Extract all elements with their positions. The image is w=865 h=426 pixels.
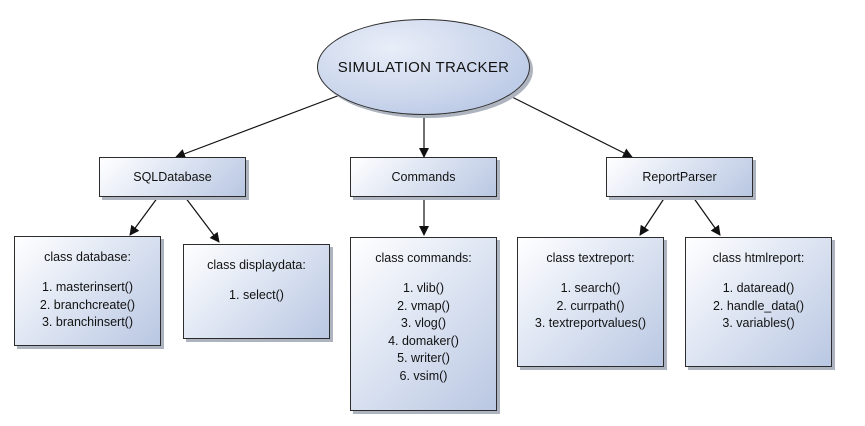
- module-reportparser: ReportParser: [606, 157, 753, 197]
- class-title: class database:: [44, 250, 131, 264]
- method-list: 1. vlib() 2. vmap() 3. vlog() 4. domaker…: [351, 280, 496, 385]
- method-list: 1. dataread() 2. handle_data() 3. variab…: [686, 280, 831, 333]
- class-title: class commands:: [375, 251, 472, 265]
- class-htmlreport-box: class htmlreport: 1. dataread() 2. handl…: [685, 237, 832, 367]
- arrow-sqldatabase-to-database: [129, 196, 159, 236]
- method-list: 1. masterinsert() 2. branchcreate() 3. b…: [15, 279, 160, 332]
- method-item: 3. vlog(): [400, 316, 447, 330]
- method-item: 3. textreportvalues(): [534, 316, 647, 330]
- root-label: SIMULATION TRACKER: [337, 58, 510, 76]
- class-title: class htmlreport:: [712, 251, 805, 265]
- class-title: class textreport:: [546, 251, 635, 265]
- method-item: 1. search(): [560, 281, 621, 295]
- arrow-reportparser-to-htmlreport: [692, 196, 721, 236]
- root-node-simulation-tracker: SIMULATION TRACKER: [317, 19, 530, 115]
- method-list: 1. search() 2. currpath() 3. textreportv…: [518, 280, 663, 333]
- method-item: 2. vmap(): [397, 298, 450, 313]
- class-database-box: class database: 1. masterinsert() 2. bra…: [14, 236, 161, 346]
- arrow-reportparser-to-textreport: [639, 196, 666, 236]
- module-sqldatabase: SQLDatabase: [99, 157, 246, 197]
- method-item: 1. vlib(): [403, 281, 444, 295]
- method-item: 4. domaker(): [388, 333, 459, 348]
- method-list: 1. select(): [184, 287, 329, 305]
- method-item: 3. branchinsert(): [41, 315, 133, 329]
- method-item: 1. masterinsert(): [42, 280, 133, 294]
- class-title: class displaydata:: [207, 258, 306, 272]
- method-item: 3. variables(): [722, 316, 795, 330]
- method-item: 2. handle_data(): [712, 298, 805, 313]
- method-item: 2. currpath(): [556, 298, 625, 313]
- method-item: 6. vsim(): [399, 368, 448, 383]
- method-item: 1. dataread(): [722, 281, 795, 295]
- module-label: SQLDatabase: [133, 170, 212, 184]
- module-commands: Commands: [350, 157, 497, 197]
- class-textreport-box: class textreport: 1. search() 2. currpat…: [517, 237, 664, 367]
- module-label: ReportParser: [642, 170, 717, 184]
- method-item: 2. branchcreate(): [39, 297, 136, 312]
- arrow-sqldatabase-to-displaydata: [184, 196, 220, 243]
- class-displaydata-box: class displaydata: 1. select(): [183, 244, 330, 339]
- method-item: 5. writer(): [397, 351, 450, 365]
- module-label: Commands: [391, 170, 456, 184]
- arrow-root-to-sqldatabase: [175, 94, 341, 159]
- class-commands-box: class commands: 1. vlib() 2. vmap() 3. v…: [350, 237, 497, 411]
- arrow-root-to-reportparser: [507, 94, 633, 158]
- method-item: 1. select(): [229, 288, 284, 302]
